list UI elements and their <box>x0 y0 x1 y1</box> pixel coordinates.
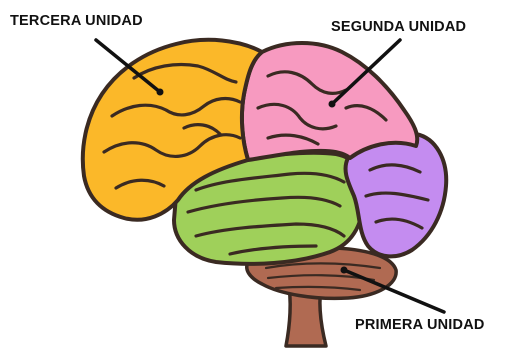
third-unit-pointer-dot <box>157 89 164 96</box>
second-unit-label: SEGUNDA UNIDAD <box>331 20 466 35</box>
first-unit-pointer-dot <box>341 267 348 274</box>
third-unit-label: TERCERA UNIDAD <box>10 14 143 29</box>
first-unit-label: PRIMERA UNIDAD <box>355 318 485 333</box>
second-unit-pointer-dot <box>329 101 336 108</box>
